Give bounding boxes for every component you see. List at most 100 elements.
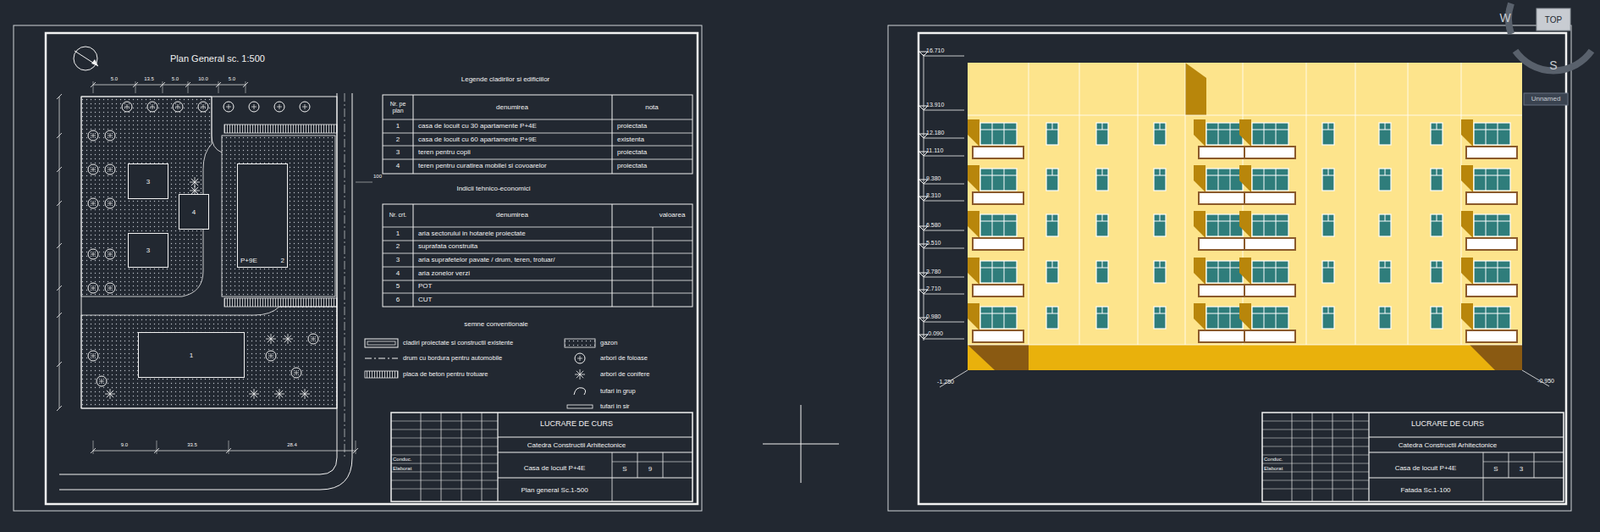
- window-frame: [1102, 122, 1104, 130]
- table-cell: aria suprafetelor pavate / drum, teren, …: [418, 256, 555, 265]
- balcony-window: [1252, 306, 1289, 329]
- window-frame: [980, 220, 1017, 222]
- window-frame: [1102, 260, 1104, 268]
- dimension: 10.0: [198, 76, 209, 83]
- dimension: 9.0: [121, 441, 128, 448]
- building-number: 3: [146, 177, 150, 186]
- window: [1153, 214, 1166, 237]
- table-cell: proiectata: [617, 122, 647, 131]
- level-line: [923, 155, 965, 157]
- sheet-frame: [888, 25, 1572, 511]
- table-cell: 5: [396, 282, 400, 291]
- balcony-slab: [1244, 284, 1296, 297]
- title-block: [441, 412, 442, 502]
- balcony-shadow: [967, 210, 980, 238]
- balcony-window: [980, 306, 1017, 329]
- window-frame: [1052, 214, 1054, 221]
- title-block-text: Elaborat: [392, 465, 412, 472]
- tree-symbol: [110, 166, 111, 172]
- level-mark: 12.180: [926, 129, 944, 137]
- window-frame: [1485, 306, 1487, 329]
- window-frame: [1436, 260, 1438, 268]
- title-block-text: LUCRARE DE CURS: [540, 419, 613, 429]
- table-cell: proiectata: [617, 148, 647, 157]
- facade-joint: [1185, 62, 1187, 345]
- balcony-shadow: [1461, 303, 1474, 331]
- tree-symbol: [172, 101, 183, 112]
- view-name: Unnamed: [1531, 95, 1562, 104]
- level-mark: 0.980: [926, 313, 942, 320]
- dimension-tick: [355, 440, 357, 454]
- plinth-shadow: [1469, 344, 1523, 370]
- window-frame: [1275, 168, 1277, 191]
- tree-symbol: [88, 130, 99, 141]
- title-block: [1368, 436, 1564, 438]
- tree-symbol: [88, 282, 99, 293]
- tree-symbol: [93, 353, 94, 359]
- level-mark: 9.380: [926, 175, 942, 183]
- window: [1096, 122, 1109, 145]
- tree-symbol: [248, 101, 260, 112]
- balcony-window: [1252, 122, 1289, 145]
- window-frame: [1004, 260, 1005, 283]
- title-block: [497, 452, 693, 453]
- legend-text: arbori de conifere: [600, 370, 650, 378]
- tree-symbol: [104, 164, 116, 175]
- north-arrow: [91, 59, 99, 67]
- title-block: [391, 471, 498, 473]
- dimension: 13.5: [143, 76, 155, 83]
- dimension-tick: [93, 440, 94, 454]
- table-header: denumirea: [496, 104, 529, 112]
- title-block: [1368, 412, 1369, 502]
- window-frame: [1004, 214, 1005, 237]
- window-frame: [1206, 175, 1243, 177]
- table-cell: casa de locuit cu 30 apartamente P+4E: [418, 122, 537, 131]
- balcony-window: [1473, 214, 1511, 237]
- legend-symbol: [364, 358, 398, 359]
- tree-symbol: [93, 132, 94, 138]
- tree-symbol: [93, 285, 94, 291]
- title-block: [1262, 480, 1369, 481]
- dimension-line: [93, 450, 356, 452]
- window: [1430, 214, 1443, 237]
- title-block: [391, 463, 498, 464]
- window: [1379, 260, 1391, 283]
- table-grid: [382, 145, 693, 147]
- level-mark: 16.710: [926, 47, 944, 55]
- legend-text: drum cu bordura pentru automobile: [402, 354, 503, 362]
- table-title: Legende cladirilor si edificiilor: [461, 76, 551, 84]
- dimension-tick: [156, 440, 158, 454]
- tree-symbol: [265, 350, 276, 361]
- conifer-symbol: [194, 182, 199, 186]
- window-frame: [1485, 214, 1487, 237]
- title-block: [391, 480, 498, 481]
- facade-plinth: [967, 344, 1523, 370]
- table-cell: CUT: [418, 296, 432, 304]
- balcony-shadow: [1461, 119, 1474, 147]
- lawn-area: [81, 96, 212, 297]
- window-frame: [1384, 306, 1386, 314]
- window: [1379, 168, 1391, 191]
- balcony-slab: [1198, 284, 1250, 297]
- title-block: [612, 452, 613, 478]
- dimension-line: [59, 96, 61, 409]
- title-block: [612, 461, 693, 463]
- title-block-text: Conduc.: [392, 456, 412, 463]
- window: [1153, 260, 1166, 283]
- window: [1153, 168, 1166, 191]
- window-frame: [1384, 260, 1386, 268]
- title-block: [662, 452, 664, 478]
- viewcube-label: W: [1499, 11, 1511, 25]
- balcony-slab: [972, 284, 1024, 297]
- table-cell: casa de locuit cu 60 apartamente P+9E: [418, 136, 537, 144]
- table-header: Nr. crt.: [389, 211, 408, 219]
- level-mark: 8.310: [926, 192, 942, 199]
- level-line: [923, 137, 965, 139]
- table-cell: 4: [396, 162, 400, 171]
- table-grid: [382, 226, 693, 228]
- conifer-symbol: [279, 390, 283, 394]
- title-block: [496, 412, 498, 502]
- table-grid: [413, 94, 414, 174]
- level-line: [923, 55, 965, 57]
- level-line: [923, 276, 965, 278]
